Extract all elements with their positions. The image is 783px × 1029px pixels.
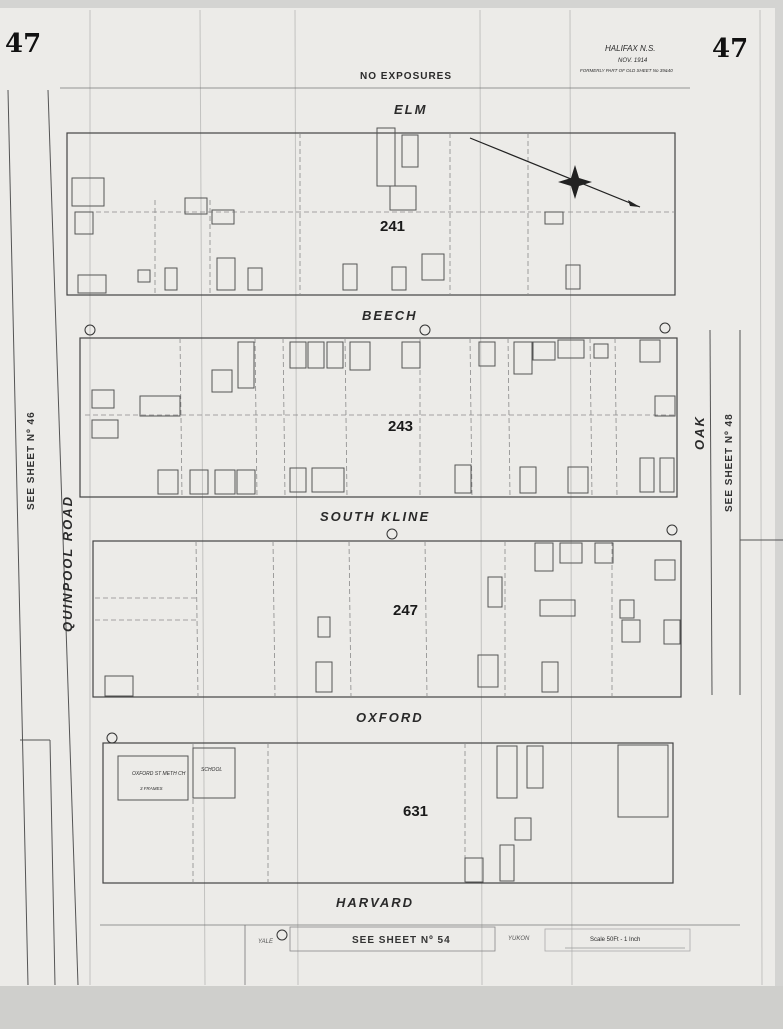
block-number-243: 243	[388, 418, 413, 435]
street-south-kline: SOUTH KLINE	[320, 509, 430, 524]
street-harvard: HARVARD	[336, 895, 414, 910]
see-sheet-46-link[interactable]: SEE SHEET Nº 46	[26, 411, 37, 510]
street-beech: BEECH	[362, 308, 418, 323]
quinpool-road-edges	[7, 89, 783, 986]
block-247	[92, 540, 682, 698]
street-quinpool-road: QUINPOOL ROAD	[60, 495, 75, 632]
block-243	[79, 337, 678, 498]
block-number-631: 631	[403, 803, 428, 820]
street-yale: YALE	[258, 939, 274, 945]
see-sheet-48-link[interactable]: SEE SHEET Nº 48	[724, 413, 735, 512]
street-lines	[60, 87, 740, 985]
block-241	[66, 127, 676, 296]
hydrant-icon	[84, 322, 678, 941]
former-sheet-note: FORMERLY PART OF OLD SHEET No 39&40	[580, 68, 673, 73]
page-number-right: 47	[712, 34, 748, 64]
scale-label: Scale 50Ft - 1 Inch	[590, 937, 640, 943]
date-label: NOV. 1914	[618, 58, 648, 64]
street-elm: ELM	[394, 102, 427, 117]
street-yukon: YUKON	[508, 936, 530, 942]
school-label: SCHOOL	[201, 767, 222, 773]
page-number-left: 47	[5, 29, 41, 59]
see-sheet-54-link[interactable]: SEE SHEET Nº 54	[352, 935, 451, 946]
compass-rose-icon	[469, 137, 641, 208]
street-oak: OAK	[692, 415, 707, 450]
block-631	[102, 742, 674, 884]
block-number-241: 241	[380, 218, 405, 235]
no-exposures-label: NO EXPOSURES	[360, 71, 452, 82]
street-oxford: OXFORD	[356, 710, 424, 725]
block-number-247: 247	[393, 602, 418, 619]
church-note: 3 FRAMES	[140, 786, 163, 791]
city-label: HALIFAX N.S.	[605, 44, 656, 53]
church-label: OXFORD ST METH CH	[132, 771, 186, 777]
